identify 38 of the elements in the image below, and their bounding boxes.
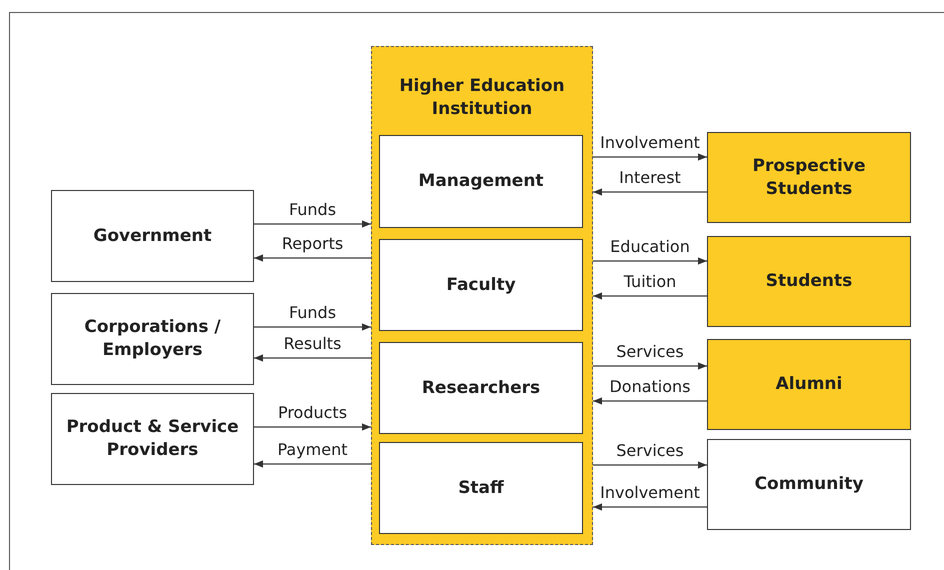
box-label: Government — [92, 224, 213, 248]
box-label: Prospective Students — [752, 154, 866, 200]
arrow — [593, 362, 707, 370]
entity-box — [379, 342, 583, 434]
arrow — [593, 257, 707, 265]
container-title: Higher Education Institution — [398, 75, 566, 121]
box-label: Faculty — [445, 274, 517, 296]
entity-box — [707, 339, 911, 430]
box-label: Product & Service Providers — [65, 416, 240, 462]
box-label: Management — [417, 170, 545, 193]
arrow — [593, 188, 707, 196]
arrow — [254, 220, 371, 228]
entity-box — [707, 236, 911, 327]
box-label: Corporations / Employers — [83, 316, 222, 362]
entity-box — [379, 442, 583, 534]
entity-box — [51, 293, 254, 385]
entity-box — [51, 393, 254, 485]
entity-box — [379, 135, 583, 228]
arrow — [593, 397, 707, 405]
arrow — [593, 503, 707, 511]
box-label: Staff — [457, 476, 505, 500]
arrow — [254, 423, 371, 431]
institution-container — [371, 46, 593, 545]
box-label: Community — [754, 473, 864, 496]
arrow — [593, 461, 707, 469]
arrow — [254, 254, 371, 262]
arrow — [593, 292, 707, 300]
arrow — [593, 153, 707, 161]
entity-box — [51, 190, 254, 282]
arrow — [254, 323, 371, 331]
entity-box — [707, 132, 911, 223]
entity-box — [707, 439, 911, 530]
arrow — [254, 354, 371, 362]
box-label: Alumni — [774, 373, 844, 396]
box-label: Students — [764, 270, 854, 293]
box-label: Researchers — [420, 376, 542, 400]
entity-box — [379, 239, 583, 331]
arrow — [254, 460, 371, 468]
